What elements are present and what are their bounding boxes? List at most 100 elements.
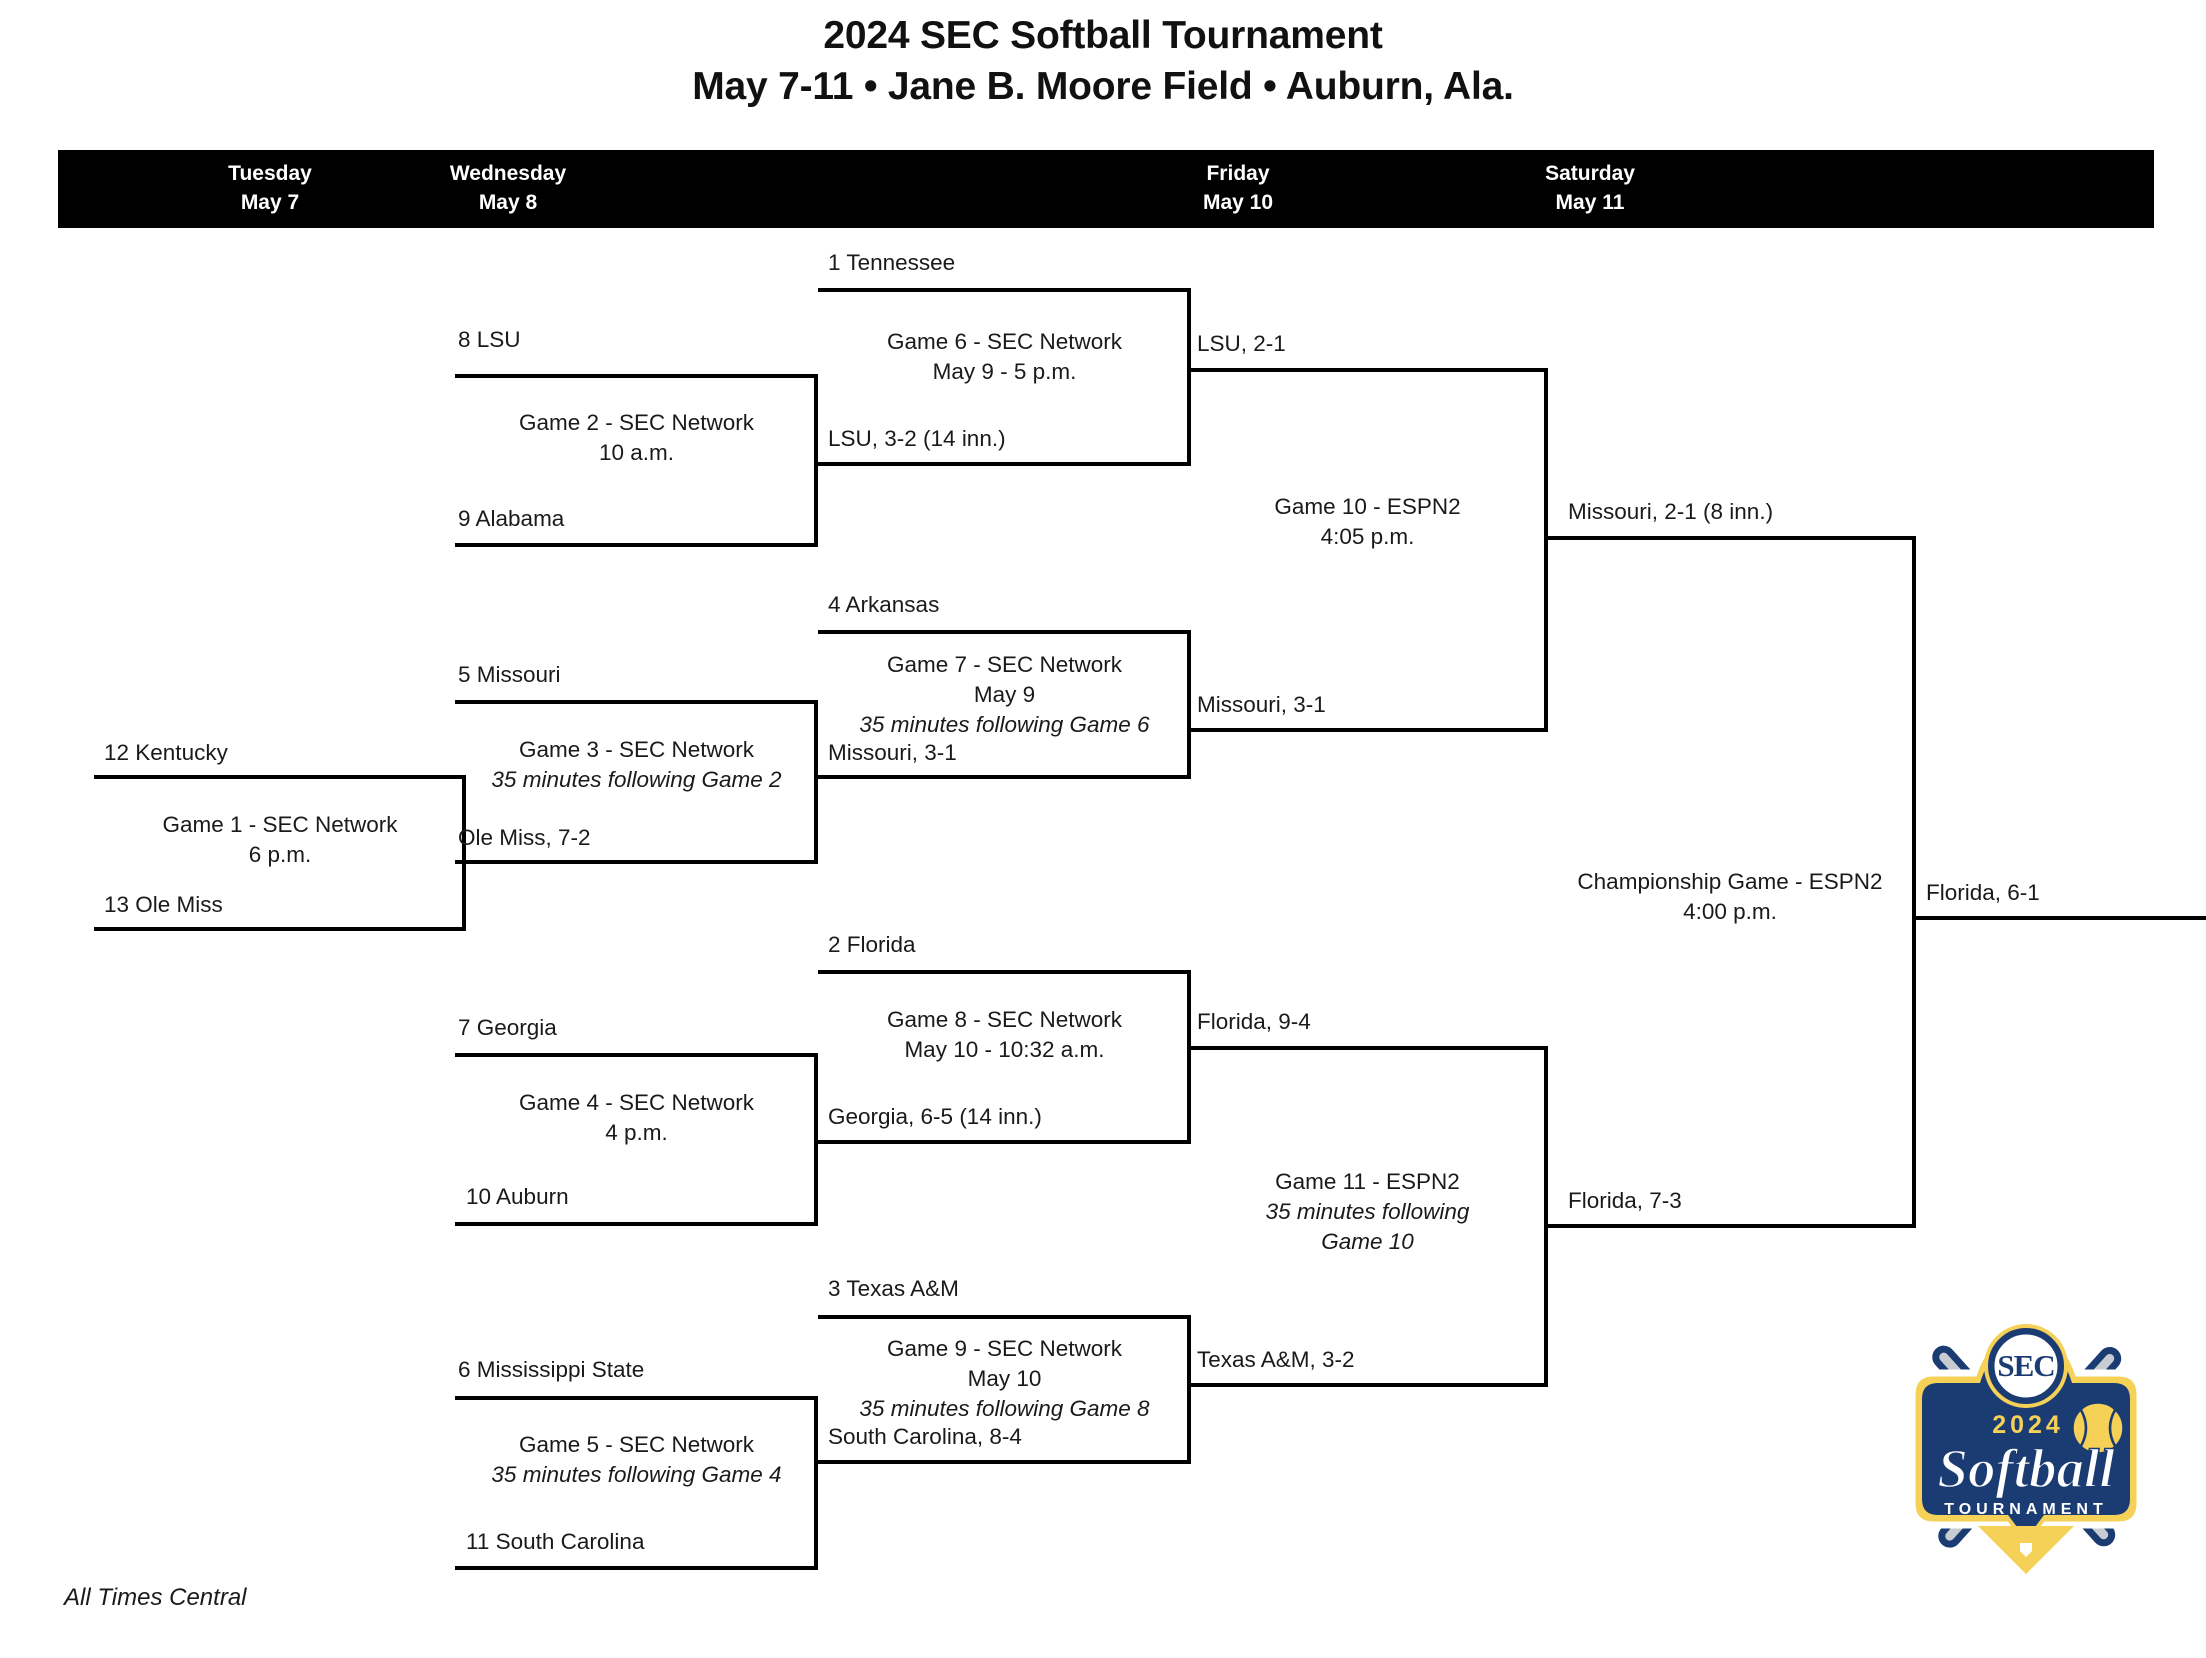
day-date: May 7: [240, 190, 300, 214]
seed-7-georgia: 7 Georgia: [458, 1015, 557, 1040]
game6-datetime: May 9 - 5 p.m.: [932, 358, 1077, 384]
game6-info: Game 6 - SEC Network May 9 - 5 p.m.: [818, 327, 1191, 387]
seed-1-tennessee: 1 Tennessee: [828, 250, 956, 275]
game4-result-label: Georgia, 6-5 (14 inn.): [828, 1104, 1042, 1129]
game8-datetime: May 10 - 10:32 a.m.: [904, 1036, 1105, 1062]
game9-top-line: [818, 1315, 1191, 1319]
sec-circle-icon: SEC: [1984, 1324, 2068, 1408]
tournament-title: 2024 SEC Softball Tournament: [823, 14, 1383, 57]
day-header-tuesday: Tuesday May 7: [130, 160, 410, 218]
logo-script-softball: Softball: [1937, 1438, 2115, 1499]
game4-info: Game 4 - SEC Network 4 p.m.: [455, 1088, 818, 1148]
tournament-subtitle: May 7-11 • Jane B. Moore Field • Auburn,…: [692, 64, 1514, 108]
champion-line: [1912, 916, 2206, 920]
game2-result-label: LSU, 3-2 (14 inn.): [828, 426, 1006, 451]
seed-8-lsu: 8 LSU: [458, 327, 521, 352]
game8-top-line: [818, 970, 1191, 974]
page-title: 2024 SEC Softball Tournament May 7-11 • …: [0, 14, 2206, 108]
game2-top-line: [455, 374, 818, 378]
game5-info: Game 5 - SEC Network 35 minutes followin…: [455, 1430, 818, 1490]
seed-13-ole-miss: 13 Ole Miss: [104, 892, 223, 917]
home-plate-diamond-icon: [1978, 1526, 2074, 1574]
game10-title: Game 10 - ESPN2: [1274, 494, 1461, 519]
game8-result-label: Florida, 9-4: [1197, 1009, 1311, 1034]
game7-right-connector: [1187, 630, 1191, 779]
game5-bottom-line: [455, 1566, 818, 1570]
game1-info: Game 1 - SEC Network 6 p.m.: [94, 810, 466, 870]
game7-info: Game 7 - SEC Network May 9 35 minutes fo…: [818, 650, 1191, 740]
game2-title: Game 2 - SEC Network: [518, 410, 755, 435]
seed-9-alabama: 9 Alabama: [458, 506, 565, 531]
seed-10-auburn: 10 Auburn: [466, 1184, 569, 1209]
game10-top-line: [1187, 368, 1548, 372]
game3-top-line: [455, 700, 818, 704]
game10-right-connector: [1544, 368, 1548, 732]
logo-subtitle-tournament: TOURNAMENT: [1944, 1501, 2107, 1518]
game10-bottom-line: [1187, 728, 1548, 732]
game6-top-line: [818, 288, 1191, 292]
game4-time: 4 p.m.: [605, 1119, 668, 1145]
game4-title: Game 4 - SEC Network: [518, 1090, 755, 1115]
game9-bottom-line: [818, 1460, 1191, 1464]
game4-bottom-line: [455, 1222, 818, 1226]
game11-top-line: [1187, 1046, 1548, 1050]
day-date: May 8: [478, 190, 538, 214]
game7-date: May 9: [973, 681, 1036, 707]
game11-bottom-line: [1187, 1383, 1548, 1387]
day-name: Tuesday: [228, 162, 312, 185]
game10-info: Game 10 - ESPN2 4:05 p.m.: [1187, 492, 1548, 552]
game1-result-label: Ole Miss, 7-2: [458, 825, 591, 850]
game4-top-line: [455, 1053, 818, 1057]
game8-right-connector: [1187, 970, 1191, 1144]
game5-top-line: [455, 1396, 818, 1400]
game6-right-connector: [1187, 288, 1191, 466]
game7-bottom-line: [818, 775, 1191, 779]
game1-time: 6 p.m.: [248, 841, 312, 867]
game11-time-line-1: 35 minutes following: [1265, 1198, 1470, 1224]
sec-softball-tournament-logo: SEC 2024 Softball TOURNAMENT: [1876, 1300, 2176, 1585]
game3-time: 35 minutes following Game 2: [491, 766, 782, 792]
game11-result-label: Florida, 7-3: [1568, 1188, 1682, 1213]
game6-result-label: LSU, 2-1: [1197, 331, 1286, 356]
day-header-bar: Tuesday May 7 Wednesday May 8 Friday May…: [58, 150, 2154, 228]
game2-info: Game 2 - SEC Network 10 a.m.: [455, 408, 818, 468]
championship-time: 4:00 p.m.: [1683, 898, 1777, 924]
game3-info: Game 3 - SEC Network 35 minutes followin…: [455, 735, 818, 795]
game5-title: Game 5 - SEC Network: [518, 1432, 755, 1457]
game1-top-line: [94, 775, 466, 779]
game9-result-label: Texas A&M, 3-2: [1197, 1347, 1355, 1372]
game2-bottom-line: [455, 543, 818, 547]
day-name: Friday: [1206, 162, 1270, 185]
game5-right-connector: [814, 1396, 818, 1570]
game3-bottom-line: [455, 860, 818, 864]
game7-time: 35 minutes following Game 6: [859, 711, 1150, 737]
game10-result-label: Missouri, 2-1 (8 inn.): [1568, 499, 1774, 524]
championship-info: Championship Game - ESPN2 4:00 p.m.: [1544, 867, 1916, 927]
champion-result-label: Florida, 6-1: [1926, 880, 2040, 905]
day-header-saturday: Saturday May 11: [1450, 160, 1730, 218]
seed-12-kentucky: 12 Kentucky: [104, 740, 228, 765]
day-name: Saturday: [1545, 162, 1635, 185]
svg-text:SEC: SEC: [1997, 1348, 2054, 1383]
seed-4-arkansas: 4 Arkansas: [828, 592, 940, 617]
day-header-friday: Friday May 10: [1098, 160, 1378, 218]
game9-info: Game 9 - SEC Network May 10 35 minutes f…: [818, 1334, 1191, 1424]
championship-right-connector: [1912, 536, 1916, 1228]
game6-title: Game 6 - SEC Network: [886, 329, 1123, 354]
game3-right-connector: [814, 700, 818, 864]
game8-title: Game 8 - SEC Network: [886, 1007, 1123, 1032]
game7-result-label: Missouri, 3-1: [1197, 692, 1326, 717]
softball-icon: [2070, 1400, 2126, 1456]
game6-bottom-line: [818, 462, 1191, 466]
game9-date: May 10: [967, 1365, 1042, 1391]
game11-time-line-2: Game 10: [1321, 1228, 1414, 1254]
logo-year: 2024: [1992, 1411, 2064, 1439]
game7-title: Game 7 - SEC Network: [886, 652, 1123, 677]
seed-3-texas-am: 3 Texas A&M: [828, 1276, 959, 1301]
seed-11-south-carolina: 11 South Carolina: [466, 1529, 645, 1554]
game3-title: Game 3 - SEC Network: [518, 737, 755, 762]
game5-result-label: South Carolina, 8-4: [828, 1424, 1022, 1449]
game11-title: Game 11 - ESPN2: [1275, 1169, 1460, 1194]
game11-info: Game 11 - ESPN2 35 minutes following Gam…: [1187, 1167, 1548, 1257]
